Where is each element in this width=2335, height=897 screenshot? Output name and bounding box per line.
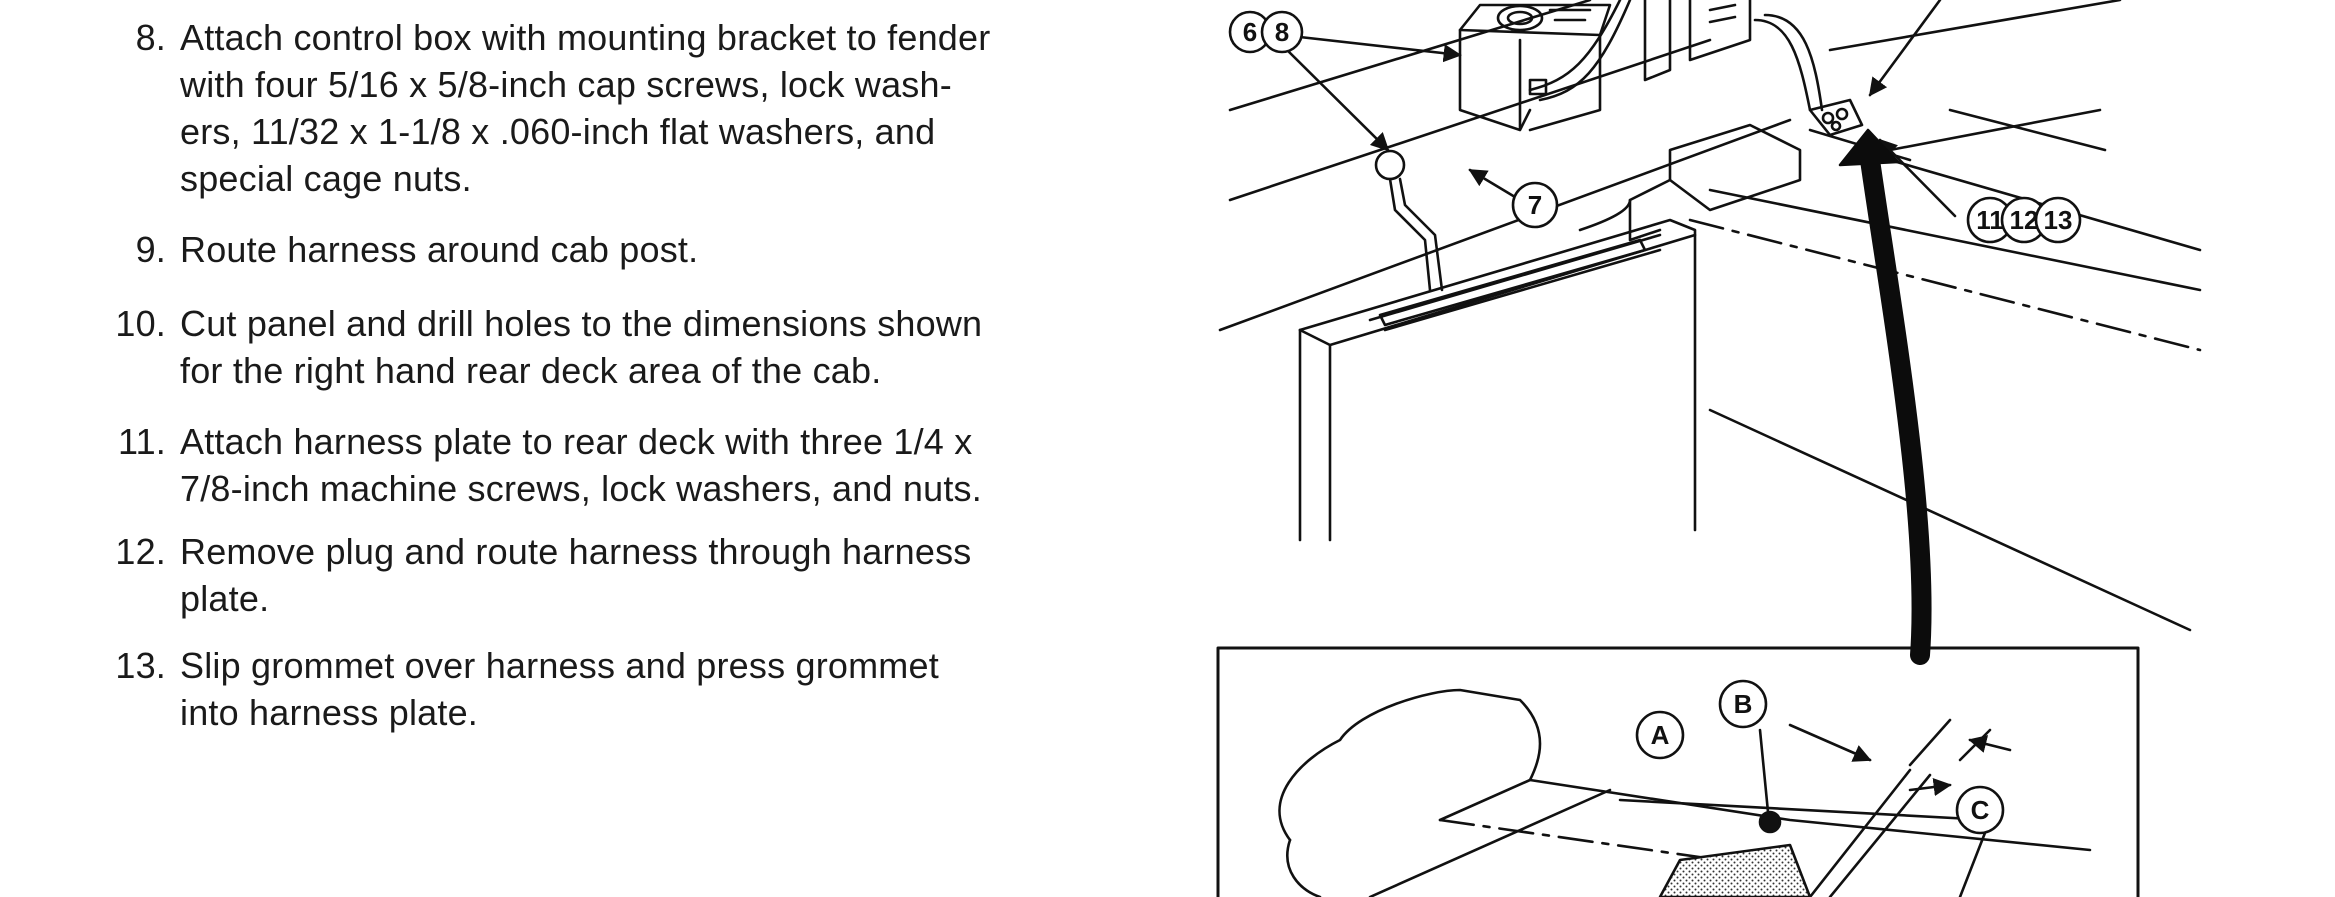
step-text-line: Route harness around cab post. [180,229,699,270]
step-text-line: plate. [180,578,270,619]
callout-8-circle [1260,10,1304,54]
step-number: 9. [135,229,166,270]
deck-edge-line [1828,0,2122,52]
lever [1374,149,1444,292]
callout-7-circle [1511,181,1559,229]
deck-edge-line [1228,38,1712,202]
step-8: 8. Attach control box with mounting brac… [136,14,1140,202]
step-text-line: Slip grommet over harness and press grom… [180,645,939,686]
callout-C: C [1971,795,1990,825]
deck-edge-line [1708,408,2192,632]
callout-11: 11 [1976,205,2004,235]
step-number: 12. [115,531,166,572]
installation-illustration: 6 8 7 11 12 13 A B C [1216,0,2202,897]
routing-arrow-head [1838,128,1900,167]
callout-A: A [1651,720,1670,750]
deck-edge-line [1708,188,2202,292]
callout-12: 12 [2010,205,2039,235]
callout-C-circle [1955,785,2005,835]
cab-post [1643,0,1752,82]
detail-inset-frame [1216,646,2140,897]
step-text-line: 7/8-inch machine screws, lock washers, a… [180,468,982,509]
harness [1528,0,1622,92]
centerline [1688,218,2202,352]
routing-arrow [1860,150,1932,665]
harness-plate [1808,98,1864,137]
callout-A-circle [1635,710,1685,760]
cutout-area [1658,843,1812,897]
callout-leader [1468,168,1522,202]
step-text-line: Cut panel and drill holes to the dimensi… [180,303,983,344]
step-11: 11. Attach harness plate to rear deck wi… [118,418,1140,512]
step-number: 10. [115,303,166,344]
deck-edge-line [1218,118,1792,332]
control-box [1458,3,1612,132]
step-number: 11. [118,421,166,462]
callout-B-circle [1718,679,1768,729]
step-10: 10. Cut panel and drill holes to the dim… [115,300,1140,394]
callout-leader [1280,33,1462,63]
deck-edge-line [1228,0,1592,112]
step-text-line: Attach harness plate to rear deck with t… [180,421,973,462]
callout-7: 7 [1528,190,1542,220]
step-text-line: with four 5/16 x 5/8-inch cap screws, lo… [180,64,952,105]
deck-edge-line [1888,108,2102,152]
harness [1538,0,1632,102]
callout-leader [1280,43,1390,152]
harness [1753,18,1812,112]
fender [1578,123,1802,242]
step-text-line: for the right hand rear deck area of the… [180,350,882,391]
callout-leader [1878,138,1957,218]
step-number: 13. [115,645,166,686]
callout-13-circle [2034,196,2082,244]
callout-6: 6 [1243,17,1257,47]
step-number: 8. [135,17,166,58]
step-9: 9. Route harness around cab post. [136,226,1140,273]
harness [1763,13,1824,112]
callout-8: 8 [1275,17,1289,47]
step-text-line: into harness plate. [180,692,478,733]
step-text-line: Remove plug and route harness through ha… [180,531,972,572]
callout-B: B [1734,689,1753,719]
deck-edge-line [1948,108,2107,152]
callout-leader [1868,0,1942,97]
step-text-line: special cage nuts. [180,158,472,199]
instruction-steps: 8. Attach control box with mounting brac… [115,14,1140,736]
step-13: 13. Slip grommet over harness and press … [115,642,1140,736]
step-12: 12. Remove plug and route harness throug… [115,528,1140,622]
step-text-line: Attach control box with mounting bracket… [180,17,991,58]
seat-back-panel [1298,218,1697,542]
step-text-line: ers, 11/32 x 1-1/8 x .060-inch flat wash… [180,111,936,152]
callout-13: 13 [2044,205,2073,235]
installation-figure: 6 8 7 11 12 13 A B C [1190,0,2335,897]
